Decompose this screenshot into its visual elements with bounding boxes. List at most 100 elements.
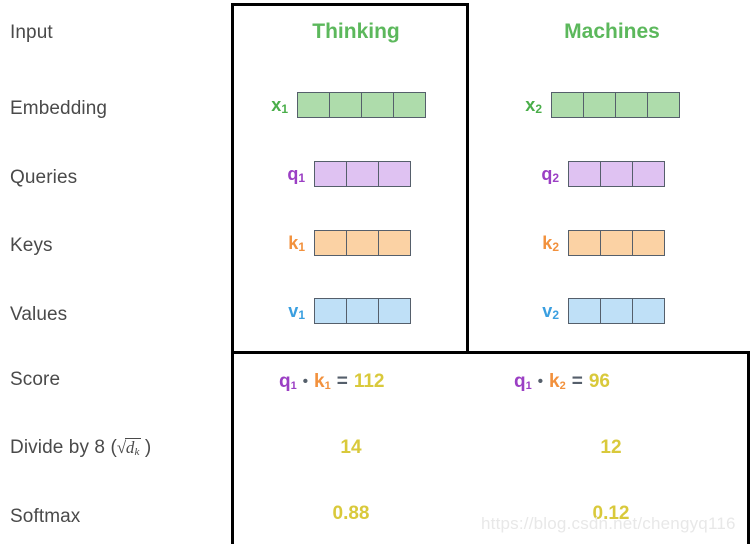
vector-cell (647, 92, 680, 118)
vector-cell (632, 230, 665, 256)
sqrt-dk-notation: √dk (116, 438, 141, 458)
vector-subscript: 2 (552, 239, 559, 254)
row-label-suffix: ) (139, 437, 152, 458)
vector-subscript: 2 (552, 170, 559, 185)
vector-label-k2: k2 (529, 233, 559, 254)
vector-label-k1: k1 (275, 233, 305, 254)
vector-subscript: 2 (535, 101, 542, 116)
vector-cell (314, 161, 347, 187)
vector-label-x2: x2 (512, 95, 542, 116)
vector-k1: k1 (275, 230, 411, 256)
upper-outline-box (231, 3, 469, 351)
vector-symbol: x (525, 94, 536, 115)
score-value: 96 (588, 371, 610, 392)
vector-cell (568, 230, 601, 256)
vector-cells-x2 (551, 92, 680, 118)
vector-cell (378, 298, 411, 324)
vector-cell (346, 298, 379, 324)
vector-label-q1: q1 (275, 164, 305, 185)
math-base: d (125, 438, 135, 457)
row-label-keys: Keys (10, 235, 53, 256)
lower-outline-box (231, 351, 750, 544)
divide-value-div1: 14 (340, 437, 362, 458)
vector-label-x1: x1 (258, 95, 288, 116)
vector-subscript: 1 (298, 239, 305, 254)
row-label-score: Score (10, 369, 61, 390)
vector-symbol: v (542, 300, 553, 321)
vector-symbol: k (288, 232, 299, 253)
vector-cell (314, 230, 347, 256)
row-label-divide: Divide by 8 (√dk ) (10, 437, 151, 459)
vector-subscript: 1 (281, 101, 288, 116)
row-label-embedding: Embedding (10, 98, 108, 119)
vector-cell (600, 298, 633, 324)
vector-q2: q2 (529, 161, 665, 187)
vector-symbol: q (287, 163, 299, 184)
vector-x1: x1 (258, 92, 426, 118)
math-subscript: k (134, 446, 140, 458)
vector-cell (346, 230, 379, 256)
column-title-col1: Thinking (312, 20, 400, 43)
vector-cell (568, 298, 601, 324)
dot-product-icon: • (537, 372, 543, 390)
vector-cells-k1 (314, 230, 411, 256)
score-value: 112 (353, 371, 385, 392)
vector-cell (378, 230, 411, 256)
vector-symbol: x (271, 94, 282, 115)
vector-cells-q1 (314, 161, 411, 187)
vector-label-q2: q2 (529, 164, 559, 185)
vector-cells-x1 (297, 92, 426, 118)
score-key-term: k1 (314, 371, 331, 392)
vector-cell (600, 230, 633, 256)
vector-cells-q2 (568, 161, 665, 187)
row-label-input: Input (10, 22, 53, 43)
vector-cell (361, 92, 394, 118)
vector-cell (346, 161, 379, 187)
vector-v2: v2 (529, 298, 665, 324)
vector-v1: v1 (275, 298, 411, 324)
vector-subscript: 2 (552, 307, 559, 322)
score-expression-score1: q1 • k1=112 (279, 371, 384, 393)
vector-cell (393, 92, 426, 118)
row-label-softmax: Softmax (10, 506, 81, 527)
row-label-values: Values (10, 304, 68, 325)
score-key-term: k2 (549, 371, 566, 392)
vector-cell (600, 161, 633, 187)
vector-symbol: v (288, 300, 299, 321)
score-expression-score2: q1 • k2=96 (514, 371, 610, 393)
softmax-value-soft1: 0.88 (332, 503, 370, 524)
row-label-queries: Queries (10, 167, 78, 188)
vector-cell (551, 92, 584, 118)
dot-product-icon: • (302, 372, 308, 390)
row-label-text: Divide by 8 ( (10, 437, 117, 458)
equals-sign: = (336, 371, 348, 392)
equals-sign: = (571, 371, 583, 392)
vector-x2: x2 (512, 92, 680, 118)
vector-subscript: 1 (298, 307, 305, 322)
vector-symbol: k (542, 232, 553, 253)
vector-k2: k2 (529, 230, 665, 256)
softmax-value-soft2: 0.12 (592, 503, 630, 524)
vector-cell (632, 161, 665, 187)
vector-cells-v2 (568, 298, 665, 324)
vector-symbol: q (541, 163, 553, 184)
vector-cell (632, 298, 665, 324)
vector-cell (314, 298, 347, 324)
watermark-text: https://blog.csdn.net/chengyq116 (481, 514, 736, 533)
upper-box-corner (466, 348, 469, 351)
vector-label-v2: v2 (529, 301, 559, 322)
vector-cell (329, 92, 362, 118)
vector-q1: q1 (275, 161, 411, 187)
vector-cells-k2 (568, 230, 665, 256)
score-query-term: q1 (514, 371, 532, 392)
vector-cell (583, 92, 616, 118)
divide-value-div2: 12 (600, 437, 622, 458)
vector-cell (615, 92, 648, 118)
vector-cell (297, 92, 330, 118)
vector-label-v1: v1 (275, 301, 305, 322)
score-query-term: q1 (279, 371, 297, 392)
vector-subscript: 1 (298, 170, 305, 185)
vector-cell (378, 161, 411, 187)
vector-cells-v1 (314, 298, 411, 324)
